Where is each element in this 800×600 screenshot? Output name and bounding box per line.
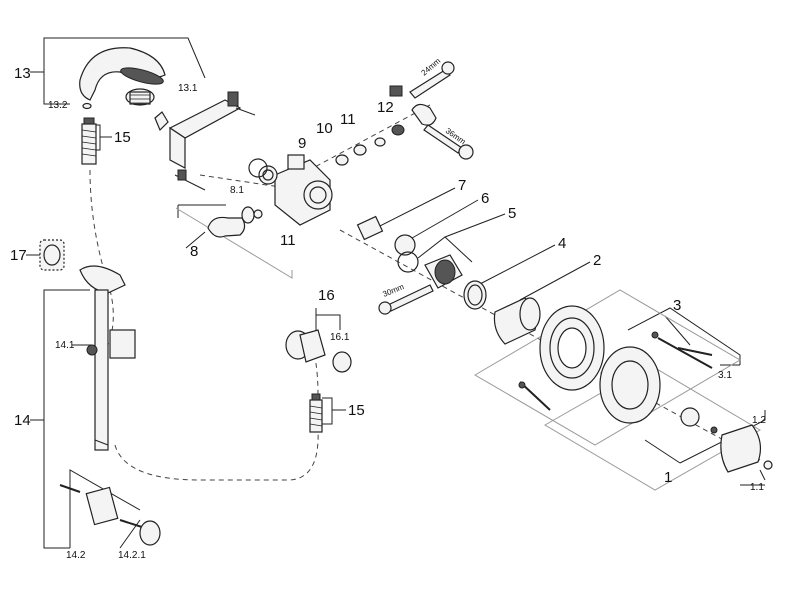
label-14: 14 <box>14 412 31 429</box>
label-16-1: 16.1 <box>330 332 350 343</box>
label-9: 9 <box>298 135 306 152</box>
leader-5 <box>417 213 506 263</box>
label-4: 4 <box>558 235 566 252</box>
outlet-dash <box>309 339 319 396</box>
wrench-36mm <box>423 124 474 160</box>
label-8: 8 <box>190 243 198 260</box>
elbow-fitting <box>207 206 263 238</box>
wall-outlet <box>285 329 352 373</box>
label-14-2-1: 14.2.1 <box>118 550 146 561</box>
label-16: 16 <box>318 287 335 304</box>
label-14-2: 14.2 <box>66 550 86 561</box>
leader-1-1 <box>740 469 766 486</box>
label-7: 7 <box>458 177 466 194</box>
leader-8 <box>177 204 226 249</box>
handle <box>680 407 773 473</box>
leader-4 <box>477 244 556 286</box>
label-2: 2 <box>593 252 601 269</box>
sleeve-ring <box>463 280 487 310</box>
label-10: 10 <box>316 120 333 137</box>
valve-body <box>248 154 333 226</box>
label-1-2: 1.2 <box>752 415 766 426</box>
hose-connector-bottom <box>309 393 323 433</box>
label-3-1: 3.1 <box>718 370 732 381</box>
shower-rail <box>59 265 161 546</box>
label-5: 5 <box>508 205 516 222</box>
leader-7 <box>371 187 456 231</box>
leader-6 <box>399 199 479 246</box>
label-15-top: 15 <box>114 129 131 146</box>
label-1: 1 <box>664 469 672 486</box>
label-15-bottom: 15 <box>348 402 365 419</box>
leader-13-2 <box>43 72 70 105</box>
cap <box>39 239 65 271</box>
label-13-1: 13.1 <box>178 83 198 94</box>
screws-3-1 <box>518 331 713 411</box>
label-1-1: 1.1 <box>750 482 764 493</box>
label-17: 17 <box>10 247 27 264</box>
leader-14 <box>43 289 90 549</box>
cover-plate <box>599 346 661 424</box>
label-11-upper: 11 <box>340 111 356 128</box>
label-14-1: 14.1 <box>55 340 75 351</box>
leader-2 <box>519 261 591 301</box>
sleeve <box>493 297 541 345</box>
label-3: 3 <box>673 297 681 314</box>
mounting-bracket <box>168 91 256 191</box>
axis-dash-2 <box>299 104 431 176</box>
label-11-lower: 11 <box>280 232 296 249</box>
leader-15-bottom <box>322 397 346 425</box>
rosette-plate <box>539 305 605 391</box>
label-13: 13 <box>14 65 31 82</box>
hose-connector-top <box>81 117 97 165</box>
wrench-24mm <box>409 61 455 99</box>
leader-1 <box>644 410 766 464</box>
label-12: 12 <box>377 99 394 116</box>
wrench-30mm <box>378 284 434 315</box>
label-13-2: 13.2 <box>48 100 68 111</box>
leader-13 <box>43 37 206 79</box>
label-8-1: 8.1 <box>230 185 244 196</box>
hose-dash-bottom <box>114 429 319 481</box>
hand-shower <box>79 47 169 132</box>
label-6: 6 <box>481 190 489 207</box>
leader-16 <box>315 308 341 330</box>
cartridge-assembly <box>356 215 463 289</box>
label-30mm: 30mm <box>381 282 405 299</box>
small-fittings <box>335 85 437 166</box>
